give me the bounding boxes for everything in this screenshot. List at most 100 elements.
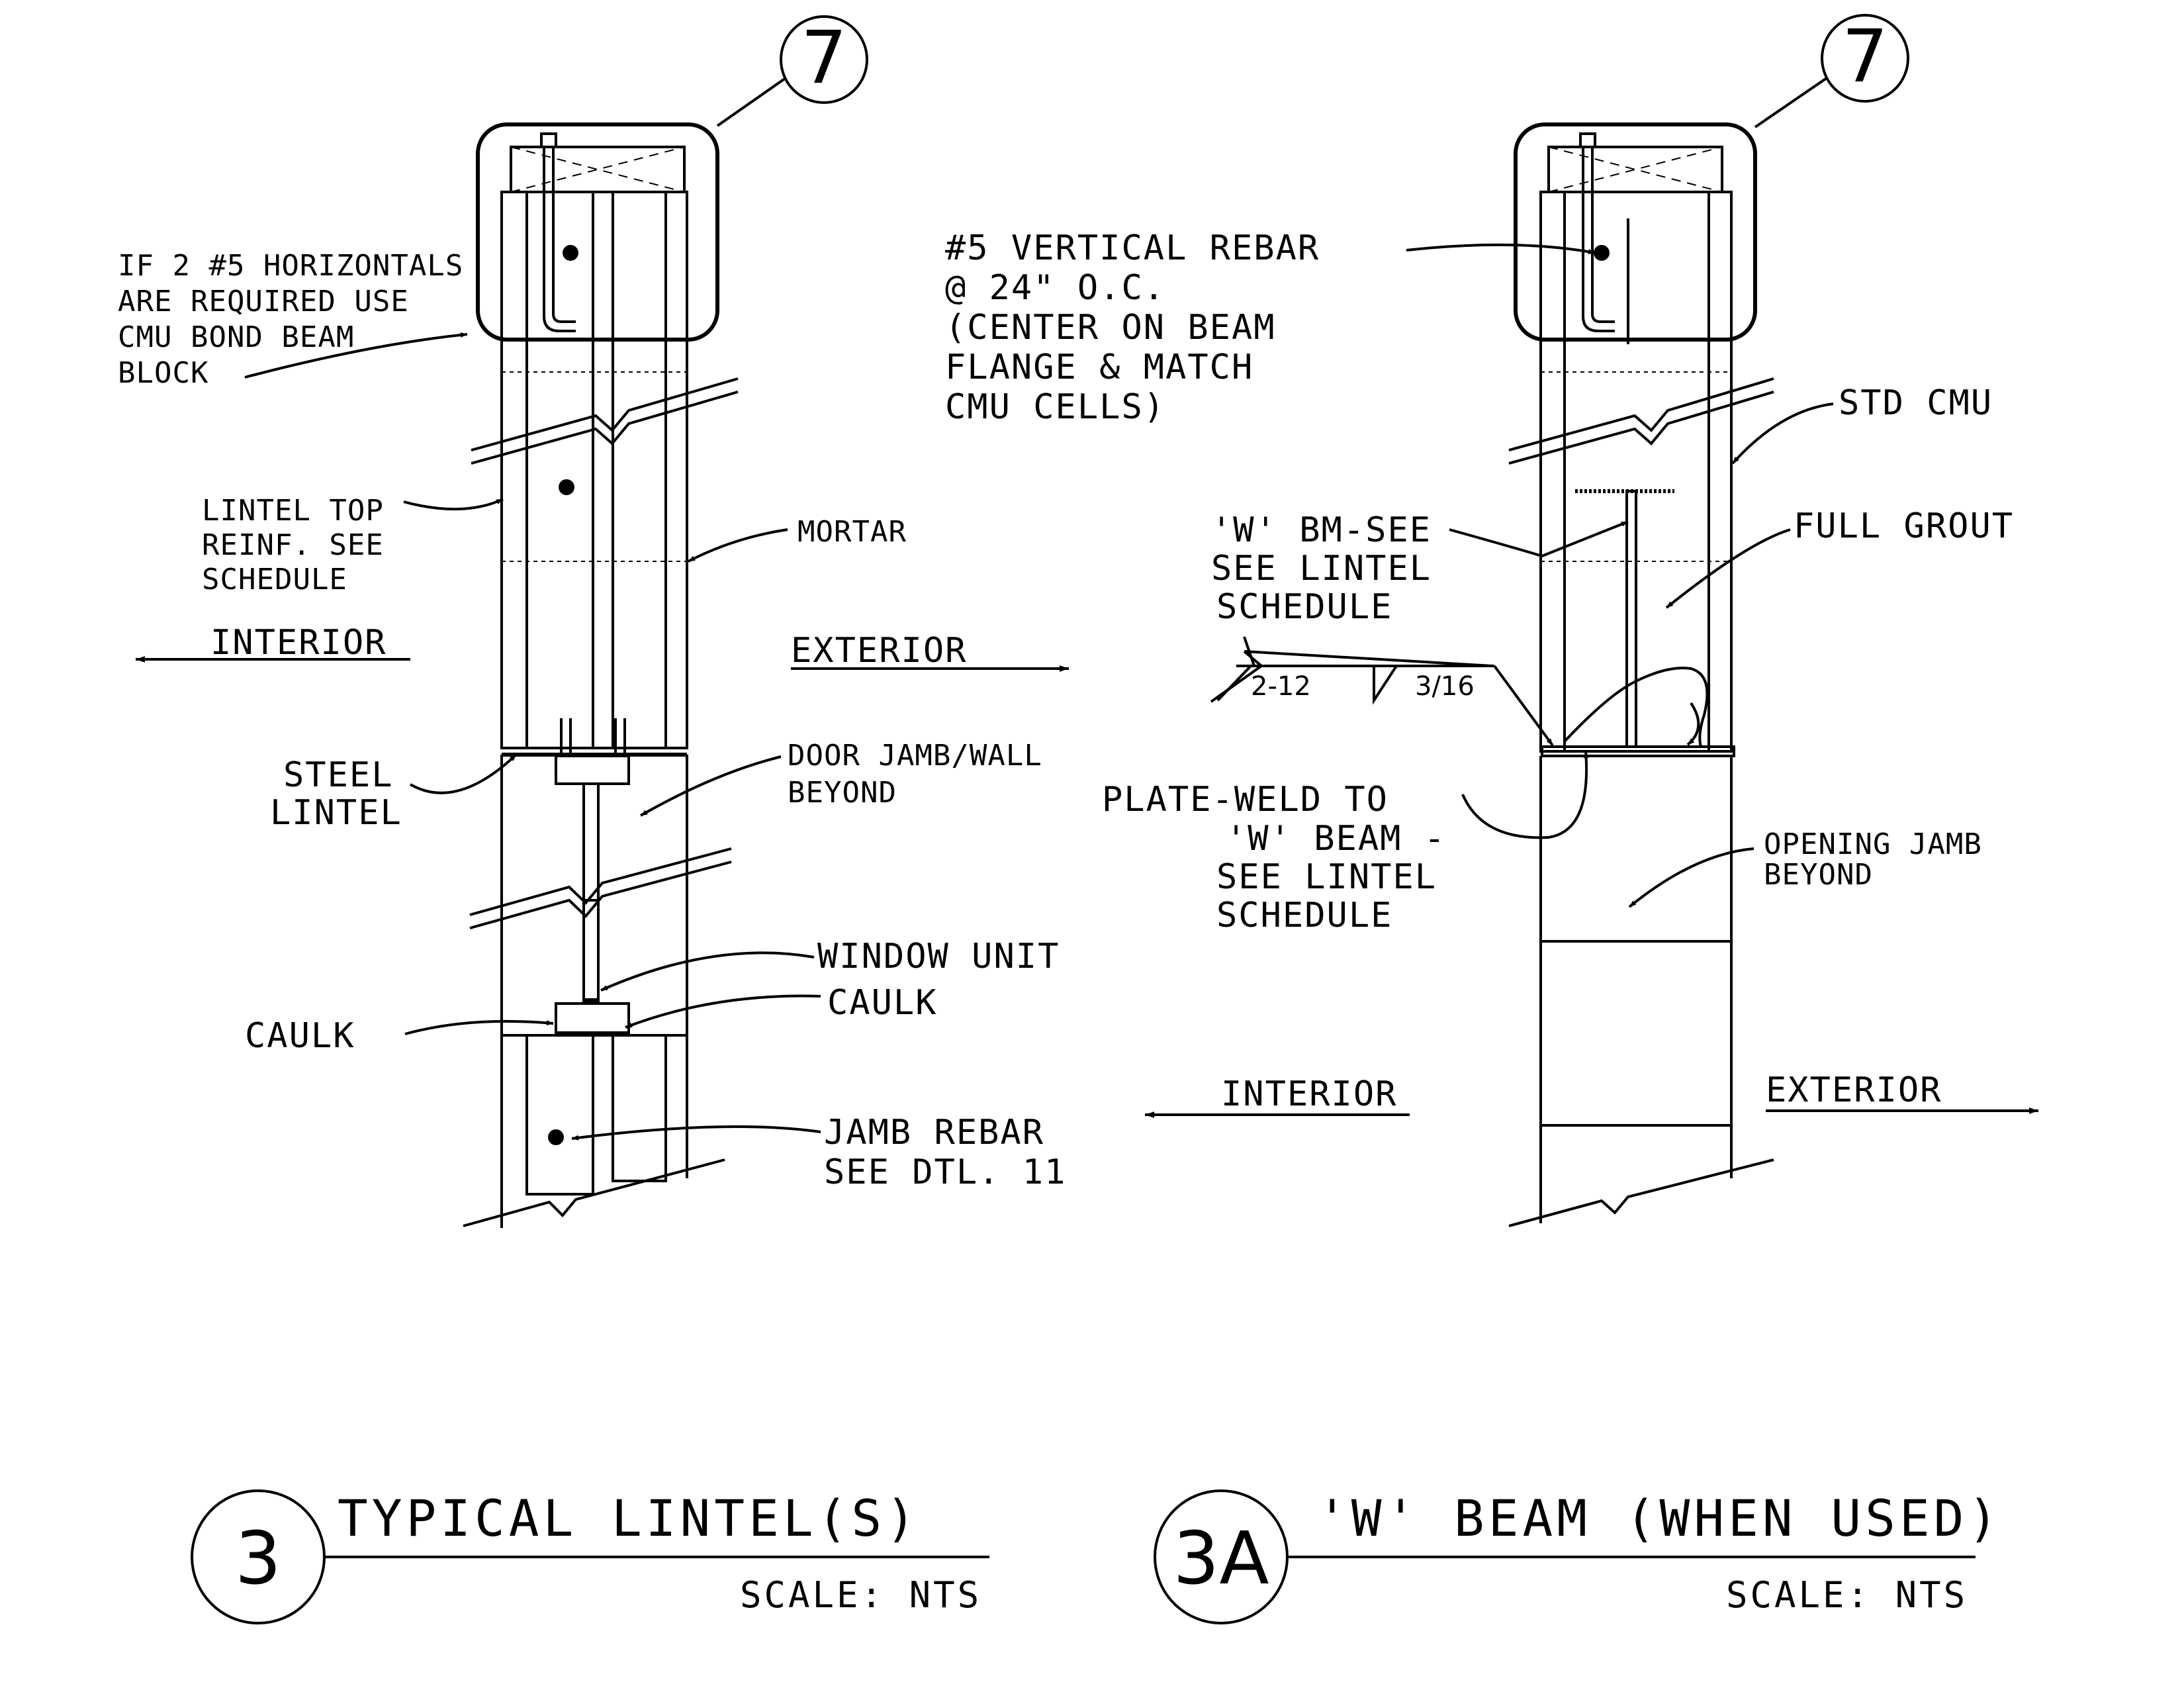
leader: [640, 755, 782, 817]
cmu-face-shell-exterior: [1707, 191, 1733, 753]
cmu-web: [592, 191, 614, 749]
detail-3-wall-section: 7: [136, 15, 1069, 1228]
callout-bubble: [780, 15, 868, 104]
break-line: [471, 391, 739, 465]
grout-profile: [1563, 667, 1709, 747]
leader: [1461, 751, 1589, 839]
label-plate-weld: 'W' BEAM -: [1226, 819, 1446, 859]
label-steel-lintel: LINTEL: [270, 793, 402, 833]
callout-box: [1514, 122, 1757, 342]
label-lintel-top: SCHEDULE: [202, 563, 347, 596]
break-line: [471, 377, 739, 451]
anchor-bolt: [1582, 147, 1615, 332]
leader: [625, 994, 821, 1029]
label-std-cmu: STD CMU: [1839, 383, 1993, 423]
cmu-face-shell-interior: [1539, 191, 1566, 753]
label-bond-beam: BLOCK: [118, 356, 208, 390]
detail-title: 'W' BEAM (WHEN USED): [1317, 1489, 2002, 1548]
weld-tail: [1243, 636, 1255, 667]
label-plate-weld: SCHEDULE: [1216, 896, 1392, 935]
label-bond-beam: ARE REQUIRED USE: [118, 285, 409, 318]
weld-arrow: [1493, 665, 1554, 747]
detail-number: 3: [235, 1516, 281, 1601]
label-vertical-rebar: (CENTER ON BEAM: [945, 308, 1276, 348]
label-full-grout: FULL GROUT: [1794, 506, 2014, 546]
label-w-beam: SCHEDULE: [1216, 587, 1392, 627]
label-interior: INTERIOR: [210, 623, 387, 663]
label-bond-beam: IF 2 #5 HORIZONTALS: [118, 249, 463, 283]
window-glazing: [582, 899, 600, 1001]
bottom-plate: [1541, 745, 1735, 757]
anchor-nut: [1579, 132, 1596, 148]
weld-size-right: 3/16: [1415, 671, 1475, 702]
grouted-cell: [525, 191, 594, 749]
top-plate-x: [1548, 146, 1723, 193]
anchor-nut: [540, 132, 557, 148]
insulation: [612, 1034, 667, 1182]
label-caulk: CAULK: [245, 1016, 355, 1056]
leader: [403, 498, 504, 511]
label-interior: INTERIOR: [1221, 1074, 1397, 1114]
label-exterior: EXTERIOR: [1766, 1070, 1942, 1110]
label-steel-lintel: STEEL: [283, 755, 394, 795]
leader: [600, 951, 815, 992]
break-line: [469, 861, 732, 929]
cmu-face-shell-exterior: [664, 191, 688, 749]
leader: [1686, 702, 1700, 746]
detail-number: 3A: [1173, 1516, 1269, 1601]
window-head-frame: [555, 755, 630, 785]
weld-size-left: 2-12: [1251, 671, 1311, 702]
leader: [1665, 528, 1791, 609]
leader: [1406, 243, 1596, 255]
leader: [1449, 520, 1629, 558]
weld-tail: [1216, 665, 1252, 702]
label-lintel-top: REINF. SEE: [202, 528, 384, 562]
label-plate-weld: SEE LINTEL: [1216, 857, 1437, 897]
label-door-jamb: DOOR JAMB/WALL: [788, 739, 1042, 773]
label-caulk: CAULK: [827, 983, 938, 1023]
callout-bubble: [1821, 14, 1909, 103]
label-mortar: MORTAR: [797, 515, 907, 549]
detail-3-title-block: 3 TYPICAL LINTEL(S) SCALE: NTS: [191, 1489, 989, 1624]
label-exterior: EXTERIOR: [791, 631, 967, 671]
break-line: [463, 1158, 725, 1227]
leader: [688, 528, 788, 563]
insulation: [612, 191, 667, 749]
label-vertical-rebar: @ 24" O.C.: [945, 268, 1165, 308]
leader: [1731, 402, 1834, 465]
callout-number: 7: [801, 15, 847, 100]
rebar-dot: [563, 245, 578, 261]
w-beam-web: [1625, 490, 1637, 748]
label-window-unit: WINDOW UNIT: [817, 937, 1060, 976]
detail-scale: SCALE: NTS: [1726, 1574, 1968, 1616]
detail-3-notes: IF 2 #5 HORIZONTALS ARE REQUIRED USE CMU…: [118, 249, 1065, 1192]
lintel-anchors: [560, 718, 626, 755]
leader: [571, 1125, 821, 1141]
window-sill-frame: [555, 1002, 630, 1034]
detail-3a-wall-section: 7: [1145, 14, 2038, 1227]
fillet-weld-symbol: [1373, 665, 1398, 705]
top-plate-x: [510, 146, 685, 193]
leader: [404, 1019, 554, 1035]
label-plate-weld: PLATE-WELD TO: [1102, 780, 1388, 820]
label-vertical-rebar: #5 VERTICAL REBAR: [945, 228, 1320, 268]
cmu-face-shell-interior: [500, 191, 528, 749]
anchor-bolt: [543, 147, 576, 332]
label-opening-jamb: OPENING JAMB: [1764, 827, 1982, 861]
leader: [410, 753, 518, 794]
break-line: [469, 847, 732, 916]
label-bond-beam: CMU BOND BEAM: [118, 320, 354, 354]
detail-scale: SCALE: NTS: [740, 1574, 981, 1616]
label-lintel-top: LINTEL TOP: [202, 494, 384, 528]
window-glazing: [582, 782, 600, 1004]
jamb-rebar-dot: [548, 1129, 564, 1145]
label-vertical-rebar: CMU CELLS): [945, 387, 1165, 427]
label-vertical-rebar: FLANGE & MATCH: [945, 348, 1253, 387]
detail-3a-notes: #5 VERTICAL REBAR @ 24" O.C. (CENTER ON …: [945, 228, 2014, 1116]
callout-number: 7: [1842, 14, 1888, 99]
grouted-jamb-cell: [525, 1034, 594, 1196]
callout-leader: [1754, 77, 1828, 128]
top-plate: [1547, 146, 1723, 193]
rebar-dot: [1594, 245, 1610, 261]
